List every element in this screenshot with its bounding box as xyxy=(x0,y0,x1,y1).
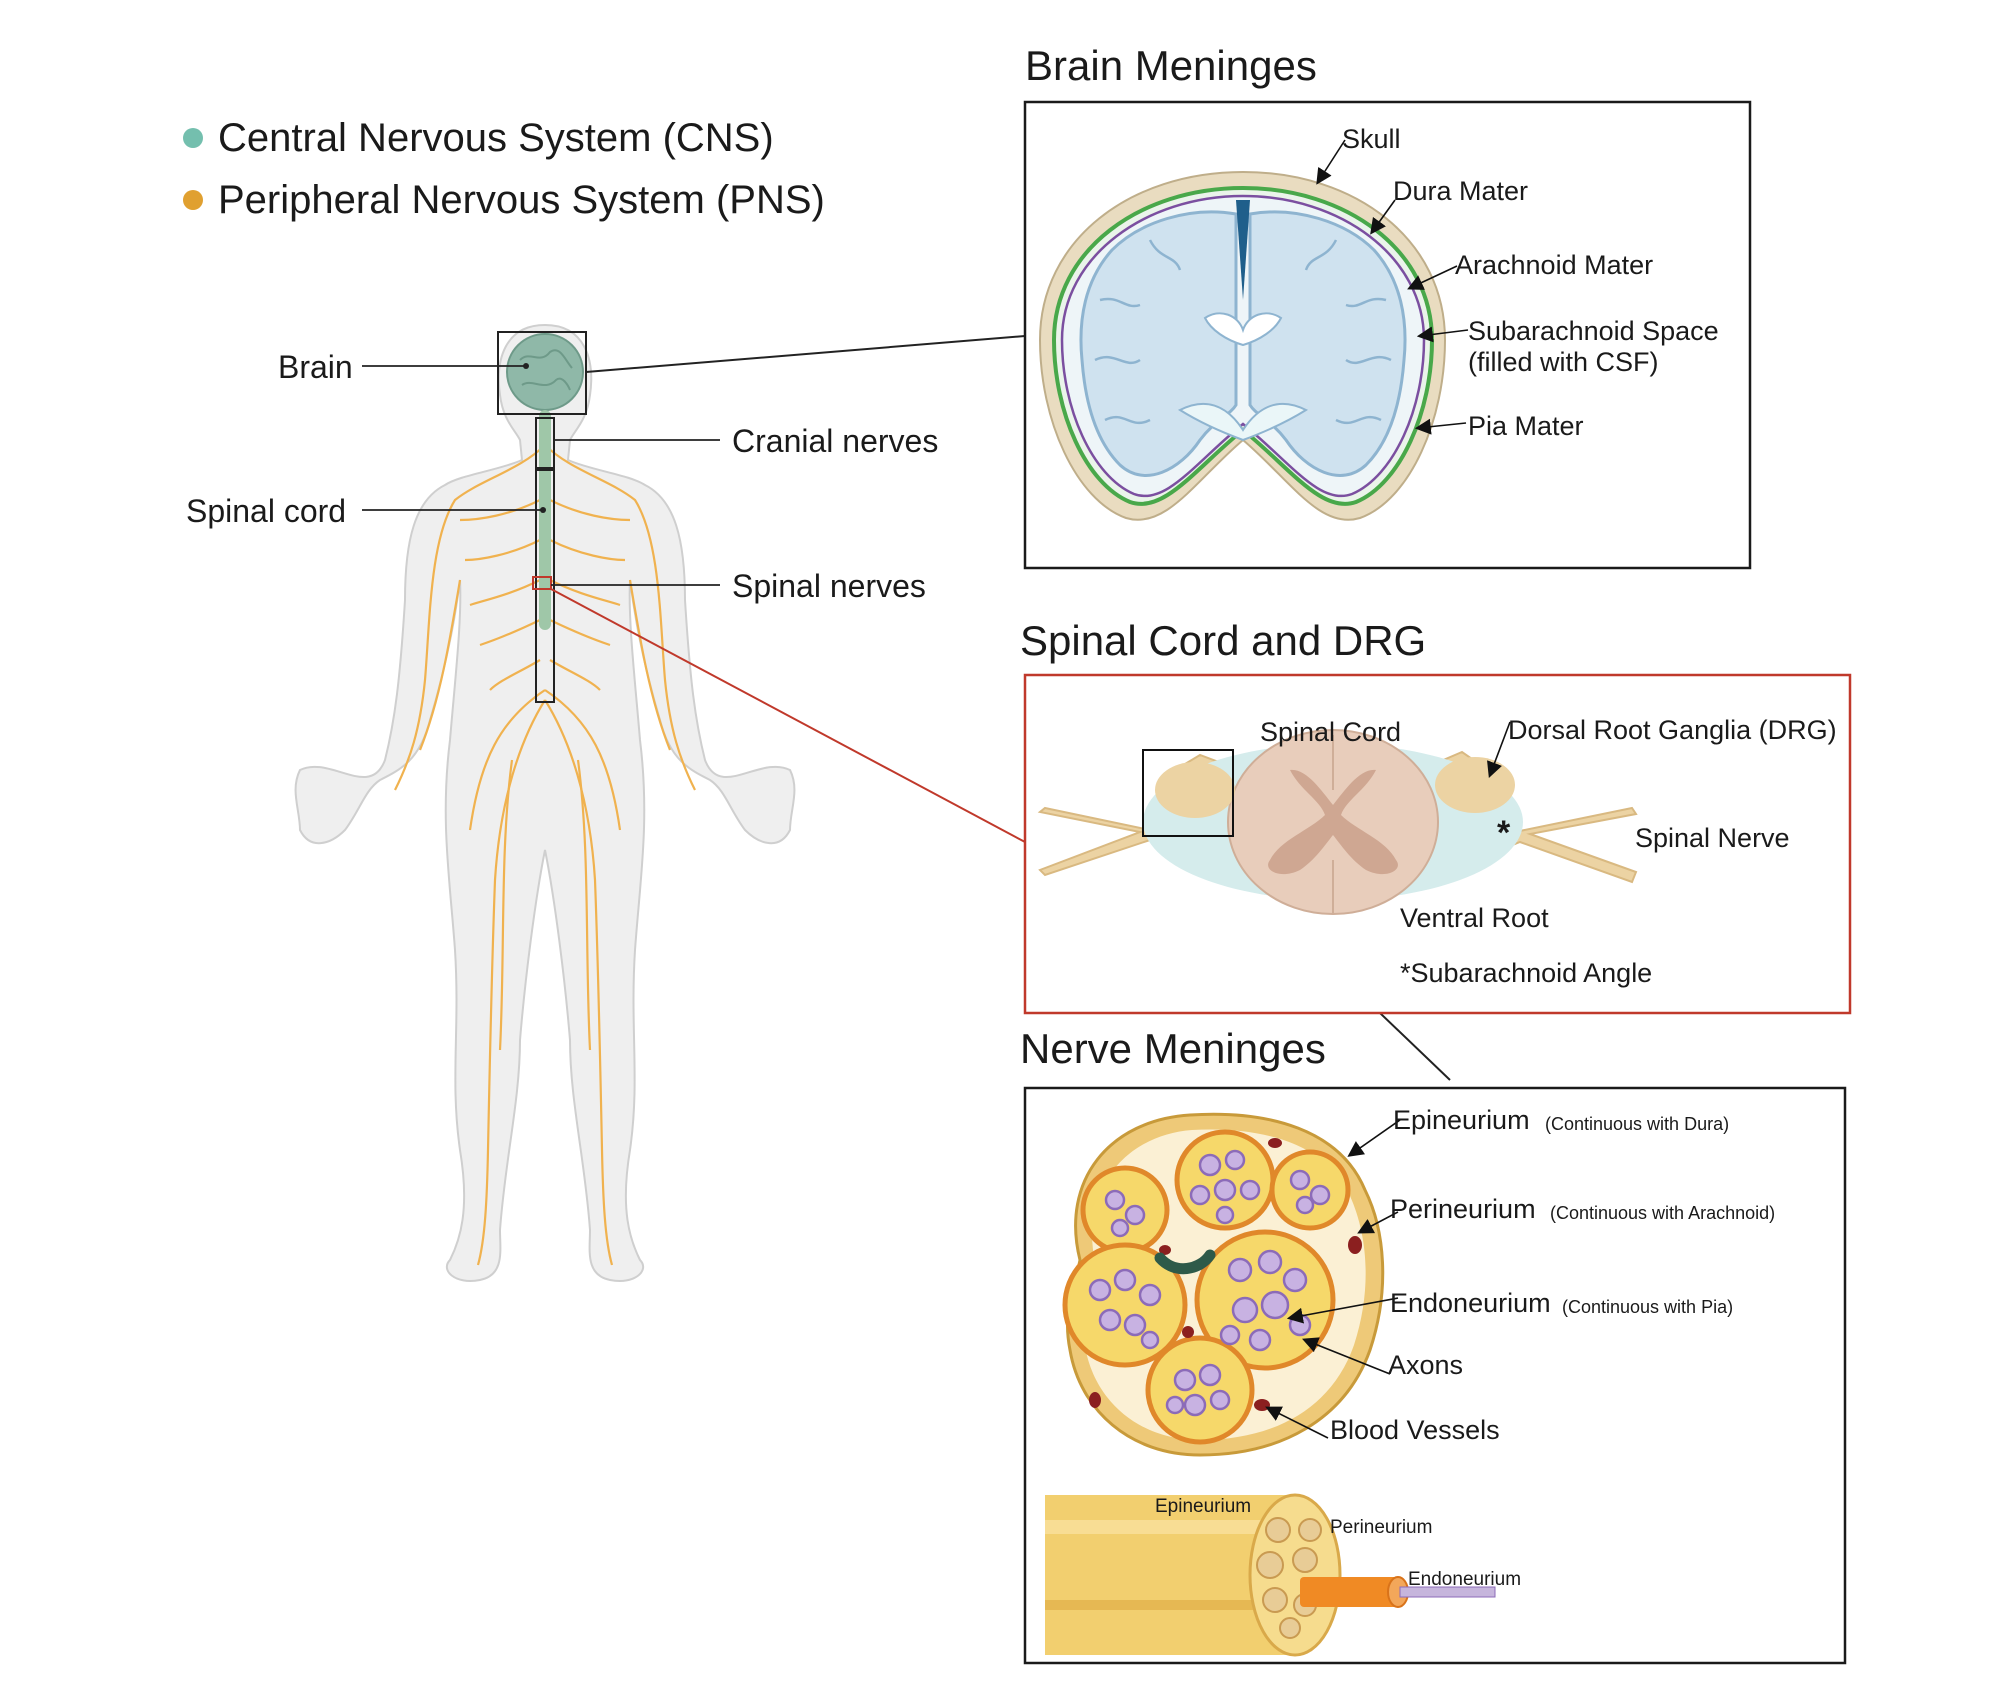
subarachnoid-space-note: (filled with CSF) xyxy=(1468,347,1659,377)
spinal-cord-label: Spinal cord xyxy=(186,493,347,529)
axons-label: Axons xyxy=(1388,1350,1464,1380)
pns-legend-dot xyxy=(183,190,203,210)
right-drg xyxy=(1435,757,1515,813)
spinal-cord-panel-label: Spinal Cord xyxy=(1260,717,1402,747)
cranial-nerves-label: Cranial nerves xyxy=(732,423,939,459)
legend-pns-label: Peripheral Nervous System (PNS) xyxy=(218,178,825,222)
subarachnoid-space-label: Subarachnoid Space xyxy=(1468,316,1719,346)
endoneurium-note: (Continuous with Pia) xyxy=(1562,1297,1734,1317)
longitudinal-nerve xyxy=(1045,1493,1496,1657)
spinal-cord-section xyxy=(1037,729,1638,915)
spinal-cord-drg-title: Spinal Cord and DRG xyxy=(1020,617,1427,664)
long-perineurium-label: Perineurium xyxy=(1330,1517,1433,1538)
pns-nerves xyxy=(394,444,696,1266)
dark-vessel xyxy=(1154,1249,1216,1275)
brain-cross-section xyxy=(1038,170,1447,521)
spinal-nerves-label: Spinal nerves xyxy=(732,568,926,604)
epineurium-label: Epineurium xyxy=(1393,1105,1530,1135)
blood-vessels xyxy=(1089,1138,1362,1411)
cranial-bracket xyxy=(535,417,555,469)
brain-meninges-title: Brain Meninges xyxy=(1025,42,1317,89)
perineurium-note: (Continuous with Arachnoid) xyxy=(1550,1203,1776,1223)
dura-mater-label: Dura Mater xyxy=(1393,176,1529,206)
cord-bracket xyxy=(535,469,555,703)
perineurium-label: Perineurium xyxy=(1390,1194,1536,1224)
ventral-root-label: Ventral Root xyxy=(1400,903,1549,933)
blood-vessels-label: Blood Vessels xyxy=(1330,1415,1500,1445)
endoneurium-label: Endoneurium xyxy=(1390,1288,1551,1318)
brain-box xyxy=(497,331,587,415)
arachnoid-mater-label: Arachnoid Mater xyxy=(1455,250,1654,280)
gray-matter xyxy=(1268,769,1398,875)
drg-label: Dorsal Root Ganglia (DRG) xyxy=(1508,715,1837,745)
nerve-cross-section xyxy=(1062,1112,1385,1457)
skull-label: Skull xyxy=(1342,124,1401,154)
nerve-zoom-box xyxy=(1142,749,1234,837)
ventricles xyxy=(1203,312,1283,347)
subarachnoid-angle-label: *Subarachnoid Angle xyxy=(1400,958,1653,988)
axons xyxy=(1088,1149,1331,1417)
pia-mater-label: Pia Mater xyxy=(1468,411,1584,441)
nerve-meninges-title: Nerve Meninges xyxy=(1020,1025,1326,1072)
spinal-nerve-label: Spinal Nerve xyxy=(1635,823,1790,853)
body-silhouette xyxy=(294,323,796,1282)
left-drg xyxy=(1155,762,1235,818)
subarachnoid-angle-asterisk: * xyxy=(1497,814,1511,852)
epineurium-note: (Continuous with Dura) xyxy=(1545,1114,1730,1134)
long-endoneurium-label: Endoneurium xyxy=(1408,1569,1522,1590)
brain-cns xyxy=(506,333,584,411)
cns-legend-dot xyxy=(183,128,203,148)
brain-label: Brain xyxy=(278,349,353,385)
spinal-cord-cns xyxy=(539,410,551,630)
human-body-figure xyxy=(294,323,796,1282)
legend-cns-label: Central Nervous System (CNS) xyxy=(218,116,774,160)
long-epineurium-label: Epineurium xyxy=(1155,1496,1252,1517)
spinal-nerve-box xyxy=(532,576,552,590)
